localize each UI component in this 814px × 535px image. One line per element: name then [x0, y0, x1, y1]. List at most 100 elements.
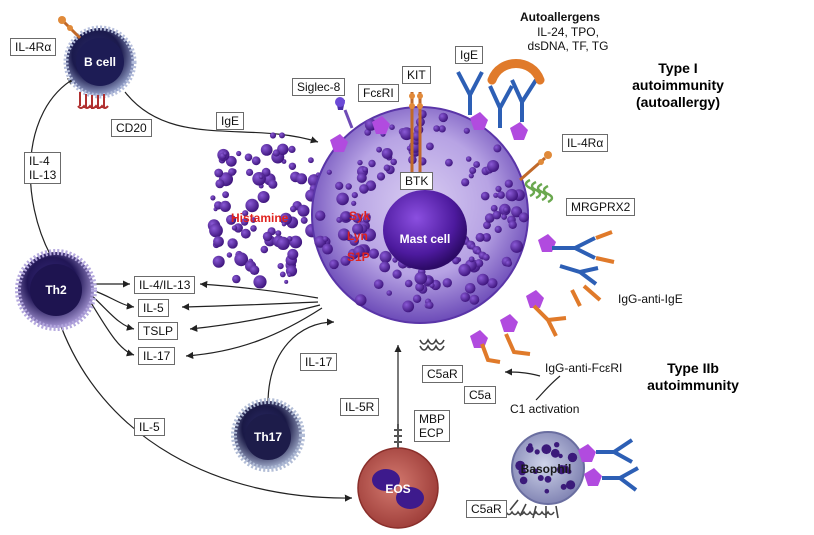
histamine-granule: [225, 155, 237, 167]
mast-granule: [503, 206, 510, 213]
syk-label: Syk: [349, 209, 371, 223]
il4-il13-output-label: IL-4/IL-13: [134, 276, 196, 294]
mast-granule: [353, 245, 365, 258]
histamine-granule: [287, 272, 292, 277]
mast-granule: [326, 169, 332, 175]
mast-granule: [357, 159, 363, 166]
mast-granule: [351, 200, 357, 206]
mast-granule: [474, 259, 484, 268]
histamine-granule: [236, 150, 242, 157]
histamine-granule: [308, 157, 314, 164]
mast-granule: [336, 192, 349, 206]
arrow-fceri-to-c1: [535, 375, 561, 401]
mast-granule: [362, 215, 371, 223]
mrgprx2-receptor: [524, 178, 554, 204]
type1-line2: autoimmunity: [632, 77, 724, 93]
igg-anti-ige-complex: [552, 230, 615, 307]
tslp-output-label: TSLP: [138, 322, 179, 340]
connector-arrows: [29, 77, 561, 502]
histamine-granule: [212, 255, 225, 268]
mast-granule: [354, 294, 367, 306]
th2-cell: [15, 249, 97, 331]
mast-granule: [495, 185, 502, 192]
histamine-granule: [289, 235, 303, 249]
mast-granule: [368, 248, 379, 259]
basophil-granule: [516, 464, 521, 469]
th17-label: Th17: [253, 430, 282, 444]
mast-granule: [464, 283, 476, 294]
histamine-granule: [260, 245, 269, 254]
il4-il13-label: IL-4 IL-13: [24, 152, 62, 184]
histamine-granule: [257, 191, 270, 203]
mast-granule: [390, 158, 398, 166]
mast-granule: [497, 191, 505, 199]
histamine-granule: [262, 231, 273, 242]
histamine-granule: [253, 275, 267, 289]
basophil-c5ar: [505, 499, 559, 519]
basophil-granule: [541, 444, 552, 455]
basophil-granule: [566, 469, 572, 475]
histamine-granule: [246, 168, 254, 176]
il5r-receptor: [394, 424, 402, 448]
kit-receptor: [409, 92, 423, 172]
mast-granule: [359, 184, 369, 194]
basophil-granule: [537, 475, 544, 481]
il5r-label: IL-5R: [340, 398, 380, 416]
basophil-ige: [596, 438, 639, 492]
mast-granule: [442, 278, 452, 288]
histamine-granule: [240, 228, 251, 239]
siglec8-receptor: [335, 97, 354, 129]
basophil-granule: [526, 445, 534, 453]
basophil-fceri: [578, 444, 602, 486]
histamine-granule: [249, 265, 260, 276]
mast-granule: [508, 220, 517, 229]
basophil-granule: [534, 449, 540, 455]
histamine-granule: [245, 198, 259, 213]
arrow-bcell-to-mast-ige: [124, 91, 319, 144]
basophil-granule: [550, 448, 560, 458]
histamine-granule: [297, 204, 310, 217]
mast-granule: [494, 225, 502, 233]
basophil-granule: [519, 476, 528, 485]
arrow-mast-to-il4il13: [199, 280, 319, 299]
mast-granule: [349, 236, 359, 246]
mast-granule: [368, 159, 376, 168]
histamine-granule: [228, 168, 236, 176]
histamine-granule: [269, 132, 277, 139]
mast-granule: [483, 221, 491, 230]
mast-granule: [373, 279, 384, 290]
histamine-granule: [226, 214, 237, 225]
c5ar-mast-label: C5aR: [422, 365, 463, 383]
cd20-label: CD20: [111, 119, 152, 137]
mast-granule: [329, 259, 339, 270]
mast-granule: [476, 273, 489, 286]
c5ar-basophil-label: C5aR: [466, 500, 507, 518]
mast-granule: [412, 294, 422, 303]
basophil: [505, 431, 639, 519]
b-cell-il4ra-receptor: [58, 16, 82, 40]
histamine-granule: [219, 200, 231, 212]
cd20-receptor: [77, 92, 109, 109]
mrgprx2-label: MRGPRX2: [566, 198, 636, 216]
arrow-th2-to-tslp: [89, 293, 135, 331]
mast-granule: [379, 250, 392, 263]
mast-granule: [335, 181, 344, 190]
mast-granule: [505, 259, 513, 267]
mast-granule: [392, 269, 402, 279]
mast-granule: [389, 124, 395, 130]
histamine-granule: [288, 145, 296, 153]
il5-eos-label: IL-5: [134, 418, 165, 436]
btk-label: BTK: [400, 172, 434, 190]
mast-granule: [475, 232, 485, 242]
mast-granule: [404, 279, 413, 288]
c1-activation-label: C1 activation: [510, 402, 580, 416]
mast-granule: [492, 210, 502, 220]
mast-granule: [438, 125, 446, 133]
autoallergens-list: IL-24, TPO, dsDNA, TF, TG: [518, 25, 618, 53]
mast-granule: [490, 204, 498, 212]
histamine-granule: [232, 274, 241, 284]
autoallergen-shape: [487, 59, 545, 85]
il17-th17-label: IL-17: [300, 353, 338, 371]
histamine-granule: [268, 179, 278, 189]
il13-text: IL-13: [29, 168, 57, 182]
